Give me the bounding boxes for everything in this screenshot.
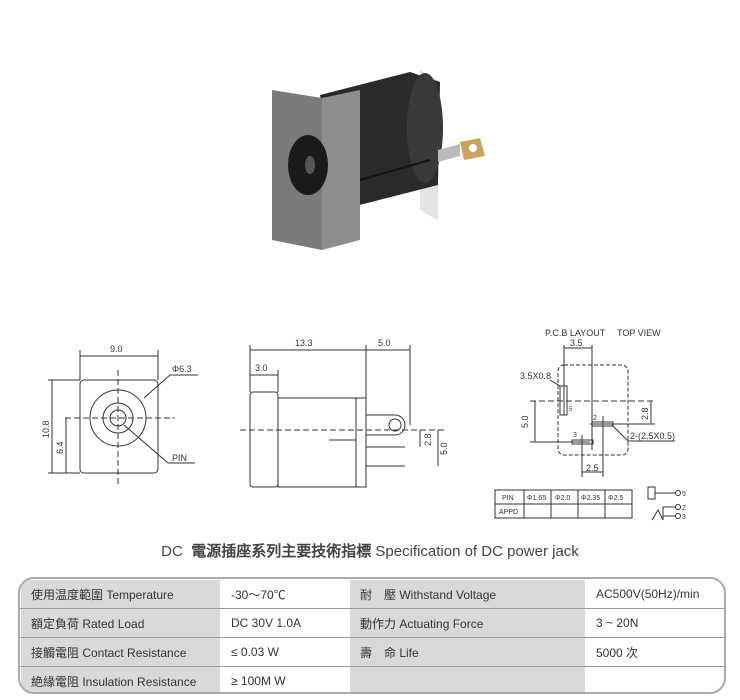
pin-table-header: APPD <box>499 509 518 516</box>
dim-pin-span: 5.0 <box>439 442 449 455</box>
pin-label: PIN <box>172 453 187 463</box>
spec-label: 使用温度範圍 Temperature <box>20 579 221 609</box>
front-view-drawing: 9.0 Φ6.3 PIN 10.8 6.4 <box>41 344 198 485</box>
pin-table-header: PIN <box>502 495 514 502</box>
dim-lug: 5.0 <box>378 338 391 348</box>
spec-label: 額定負荷 Rated Load <box>20 608 221 638</box>
spec-value: 5000 次 <box>585 637 724 667</box>
pin-table-cell: Φ2.0 <box>555 495 570 502</box>
spec-value: -30～70℃ <box>220 579 350 609</box>
pin-table-cell: Φ2.35 <box>581 495 600 502</box>
table-row: 接觸電阻 Contact Resistance ≤ 0.03 W 壽 命 Lif… <box>20 637 724 667</box>
pcb-title: P.C.B LAYOUT <box>545 328 606 338</box>
table-row: 額定負荷 Rated Load DC 30V 1.0A 動作力 Actuatin… <box>20 608 724 638</box>
dim-diameter: Φ6.3 <box>172 364 192 374</box>
pcb-dim-width: 3.5 <box>570 338 583 348</box>
schematic-pin5: 5 <box>682 491 686 498</box>
schematic-pin2: 2 <box>682 505 686 512</box>
pin-table-cell: Φ1.65 <box>527 495 546 502</box>
schematic-pin3: 3 <box>682 514 686 521</box>
product-photo <box>272 70 485 250</box>
spec-value: AC500V(50Hz)/min <box>585 579 724 609</box>
dim-length: 13.3 <box>295 338 313 348</box>
pcb-slots2: 2-(2.5X0.5) <box>630 431 675 441</box>
spec-label: 耐 壓 Withstand Voltage <box>349 579 586 609</box>
pcb-dim-offset: 2.8 <box>640 407 650 420</box>
pcb-slot: 3.5X0.8 <box>520 371 551 381</box>
dim-height: 10.8 <box>41 420 51 438</box>
spec-value: ≥ 100M W <box>220 666 350 692</box>
spec-label <box>349 666 586 692</box>
pcb-pin3: 3 <box>573 432 577 439</box>
title-english: Specification of DC power jack <box>375 543 579 560</box>
pin-table-cell: Φ2.5 <box>608 495 623 502</box>
spec-title: DC 電源插座系列主要技術指標 Specification of DC powe… <box>0 540 740 561</box>
table-row: 使用温度範圍 Temperature -30～70℃ 耐 壓 Withstand… <box>20 579 724 609</box>
dim-front: 3.0 <box>255 363 268 373</box>
dim-pin-offset: 2.8 <box>423 433 433 446</box>
spec-value: 3 ~ 20N <box>585 608 724 638</box>
spec-value: ≤ 0.03 W <box>220 637 350 667</box>
side-view-drawing: 13.3 5.0 3.0 2.8 5.0 <box>240 338 449 488</box>
pcb-pin2: 2 <box>593 415 597 422</box>
spec-label: 壽 命 Life <box>349 637 586 667</box>
pcb-dim-height: 5.0 <box>520 415 530 428</box>
dim-center: 6.4 <box>55 441 65 454</box>
pcb-dim-spacing: 2.5 <box>586 463 599 473</box>
pcb-pin5: 5 <box>569 407 573 413</box>
spec-value: DC 30V 1.0A <box>220 608 350 638</box>
title-prefix: DC <box>161 543 183 560</box>
pcb-layout-drawing: P.C.B LAYOUT TOP VIEW 3.5 3.5X0.8 5.0 2.… <box>494 328 686 521</box>
spec-value <box>585 666 724 692</box>
spec-table: 使用温度範圍 Temperature -30～70℃ 耐 壓 Withstand… <box>18 577 726 694</box>
spec-label: 絶緣電阻 Insulation Resistance <box>20 666 221 692</box>
table-row: 絶緣電阻 Insulation Resistance ≥ 100M W <box>20 666 724 692</box>
title-chinese: 電源插座系列主要技術指標 <box>191 543 372 560</box>
dim-width: 9.0 <box>110 344 123 354</box>
spec-label: 動作力 Actuating Force <box>349 608 586 638</box>
spec-label: 接觸電阻 Contact Resistance <box>20 637 221 667</box>
pcb-view: TOP VIEW <box>617 328 661 338</box>
